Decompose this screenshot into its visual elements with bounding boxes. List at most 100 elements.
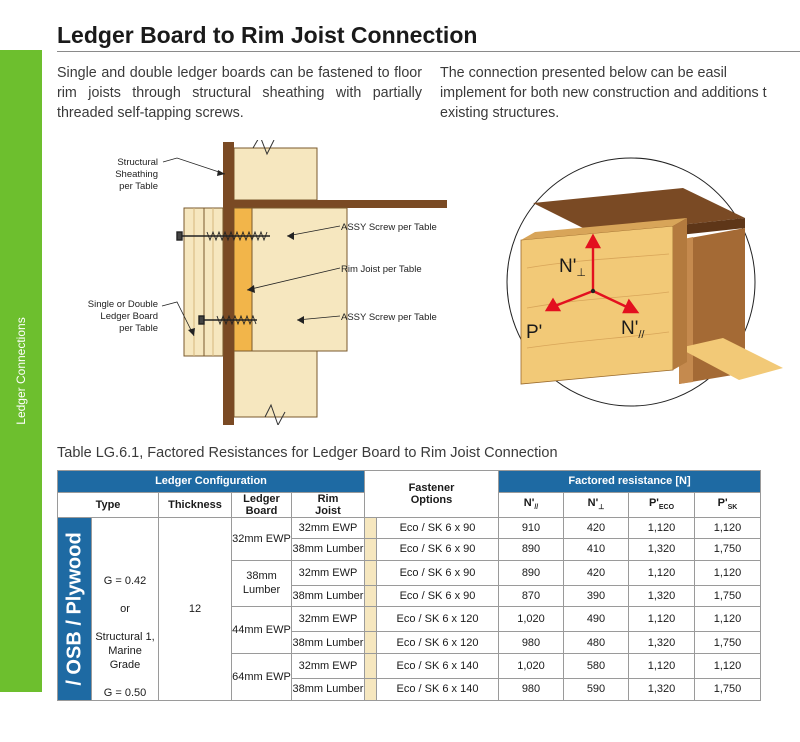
fastener-cell: Eco / SK 6 x 140 [376,678,499,701]
label-ledger-1: Single or Double [88,299,158,310]
label-sheathing-2: Sheathing [115,169,158,180]
label-sheathing-1: Structural [117,157,158,168]
rim-cell: 38mm Lumber [291,631,365,654]
p-sk-cell: 1,120 [694,652,761,680]
intro-left: Single and double ledger boards can be f… [57,65,422,121]
n-par-cell: 1,020 [498,652,564,680]
shade-cell [364,606,377,633]
table-row: 64mm EWP 32mm EWP Eco / SK 6 x 140 1,020… [58,652,761,701]
connection-3d-diagram: N'⊥ N'// P' [506,157,783,407]
p-sk-cell: 1,750 [694,678,761,701]
label-ledger-3: per Table [119,323,158,334]
label-n-par: N'// [621,318,645,341]
p-sk-cell: 1,120 [694,559,761,586]
p-sk-cell: 1,750 [694,584,761,608]
header-p-sk: P'SK [694,491,761,518]
page-title: Ledger Board to Rim Joist Connection [57,22,478,48]
shade-cell [364,516,377,539]
intro-right: The connection presented below can be ea… [440,63,800,123]
shade-cell [364,652,377,680]
p-eco-cell: 1,120 [628,606,695,633]
rim-cell: 32mm EWP [291,559,365,586]
ledger-cell: 32mm EWP [231,516,292,561]
n-perp-cell: 580 [563,652,629,680]
fastener-cell: Eco / SK 6 x 90 [376,516,499,539]
header-n-perp: N'⊥ [563,491,629,518]
n-perp-cell: 410 [563,538,629,561]
n-perp-cell: 420 [563,516,629,539]
ledger-cell: 44mm EWP [231,606,292,654]
n-perp-cell: 390 [563,584,629,608]
group-ledger-configuration: Ledger Configuration [57,470,365,493]
fastener-cell: Eco / SK 6 x 120 [376,631,499,654]
n-par-cell: 1,020 [498,606,564,633]
n-perp-cell: 490 [563,606,629,633]
n-perp-cell: 420 [563,559,629,586]
fastener-cell: Eco / SK 6 x 120 [376,606,499,633]
n-par-cell: 870 [498,584,564,608]
table-row: 38mm Lumber Eco / SK 6 x 120 980 480 1,3… [58,631,761,654]
table-row: 38mm Lumber Eco / SK 6 x 140 980 590 1,3… [58,678,761,701]
p-eco-cell: 1,320 [628,678,695,701]
rim-cell: 32mm EWP [291,606,365,633]
shade-cell [364,559,377,586]
table-row: 38mm Lumber Eco / SK 6 x 90 870 390 1,32… [58,584,761,608]
rim-cell: 32mm EWP [291,652,365,680]
title-rule [57,51,800,52]
label-rim-joist: Rim Joist per Table [341,264,422,275]
rim-cell: 38mm Lumber [291,678,365,701]
ledger-cell: 38mm Lumber [231,559,292,608]
intro-right-line-1: The connection presented below can be ea… [440,65,727,81]
p-sk-cell: 1,750 [694,538,761,561]
header-p-eco: P'ECO [628,491,695,518]
n-perp-cell: 480 [563,631,629,654]
p-sk-cell: 1,120 [694,606,761,633]
rim-cell: 32mm EWP [291,516,365,539]
fastener-cell: Eco / SK 6 x 90 [376,538,499,561]
table-row: 44mm EWP 32mm EWP Eco / SK 6 x 120 1,020… [58,606,761,654]
label-p: P' [526,322,542,343]
p-eco-cell: 1,320 [628,584,695,608]
screw-bottom [198,314,257,326]
n-par-cell: 980 [498,678,564,701]
intro-right-line-3: existing structures. [440,105,560,121]
group-factored-resistance: Factored resistance [N] [498,470,761,493]
label-n-perp: N'⊥ [559,256,586,279]
fastener-cell: Eco / SK 6 x 140 [376,652,499,680]
p-eco-cell: 1,120 [628,516,695,539]
p-eco-cell: 1,120 [628,559,695,586]
n-par-cell: 910 [498,516,564,539]
label-screw-bottom: ASSY Screw per Table [341,312,437,323]
section-diagram: Structural Sheathing per Table Single or… [88,140,447,425]
n-par-cell: 890 [498,538,564,561]
rim-cell: 38mm Lumber [291,538,365,561]
shade-cell [364,631,377,654]
p-eco-cell: 1,120 [628,652,695,680]
p-eco-cell: 1,320 [628,631,695,654]
table-row: 38mm Lumber Eco / SK 6 x 90 890 410 1,32… [58,538,761,561]
shade-cell [364,538,377,561]
fastener-cell: Eco / SK 6 x 90 [376,584,499,608]
side-tab-label: Ledger Connections [14,317,28,425]
n-par-cell: 980 [498,631,564,654]
screw-top [176,230,270,242]
side-tab: Ledger Connections [0,50,42,692]
table-caption: Table LG.6.1, Factored Resistances for L… [57,445,558,461]
p-sk-cell: 1,120 [694,516,761,539]
label-sheathing-3: per Table [119,181,158,192]
thickness-cell: 12 [158,516,232,701]
header-type: Type [57,491,159,518]
ledger-cell: 64mm EWP [231,652,292,701]
label-screw-top: ASSY Screw per Table [341,222,437,233]
fastener-cell: Eco / SK 6 x 90 [376,559,499,586]
shade-cell [364,678,377,701]
header-thickness: Thickness [158,491,232,518]
label-ledger-2: Ledger Board [100,311,158,322]
header-n-par: N'// [498,491,564,518]
